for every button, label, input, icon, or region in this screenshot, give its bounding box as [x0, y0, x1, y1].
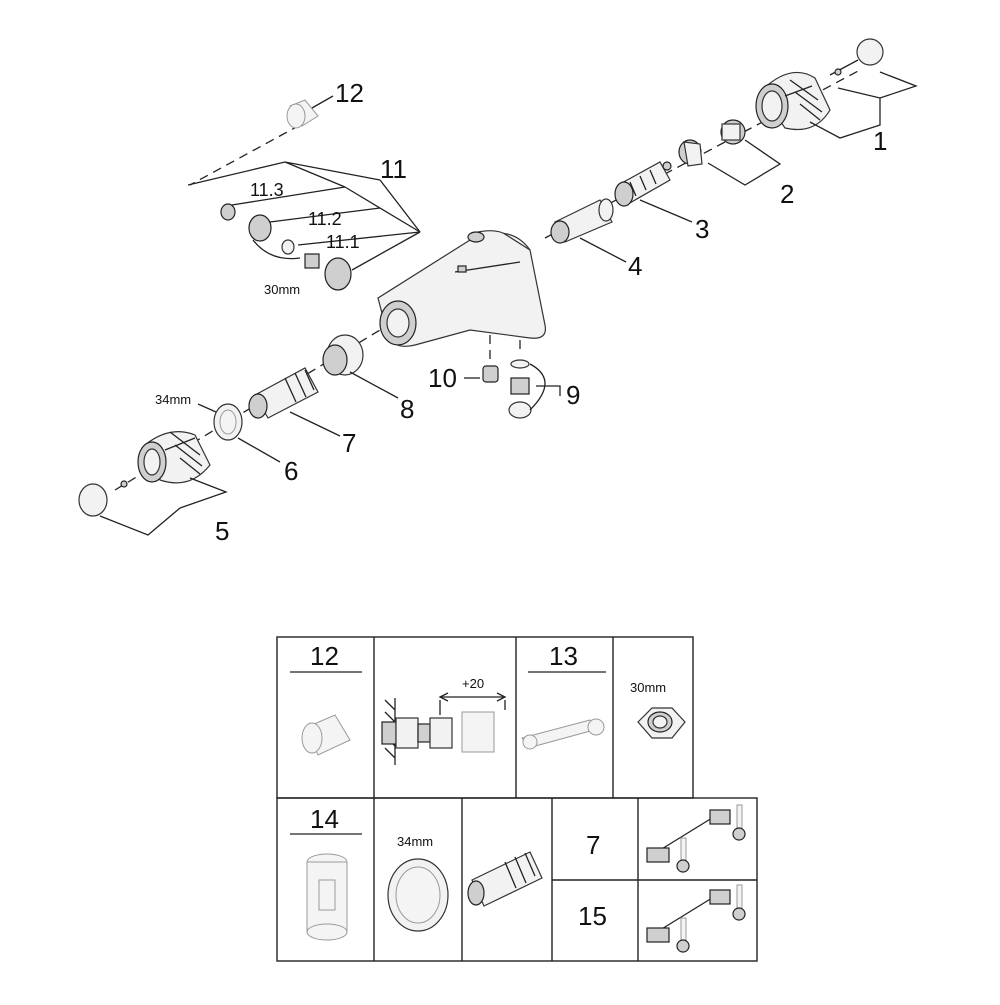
callout-10: 10 — [428, 363, 457, 393]
callout-11-1: 11.1 — [326, 232, 360, 252]
variant-label-15: 15 — [578, 901, 607, 931]
callout-1: 1 — [873, 126, 887, 156]
leader-8 — [349, 371, 399, 399]
dimension-ring-34mm: 34mm — [155, 392, 191, 407]
bracket-1b — [809, 98, 881, 139]
callout-6: 6 — [284, 456, 298, 486]
part-5-left-handle — [78, 431, 211, 517]
leader-7 — [289, 411, 341, 437]
ring-label-34mm: 34mm — [397, 834, 433, 849]
axis-top — [189, 124, 301, 186]
dimension-nut-30mm: 30mm — [264, 282, 300, 297]
callout-5: 5 — [215, 516, 229, 546]
part-4-spindle — [550, 198, 614, 244]
callout-9: 9 — [566, 380, 580, 410]
callout-12: 12 — [335, 78, 364, 108]
nut-label-30mm: 30mm — [630, 680, 666, 695]
leader-11-nut — [351, 231, 421, 271]
accessory-12-cap-icon — [301, 714, 351, 756]
part-2-adapter — [678, 119, 746, 167]
accessories-table — [276, 636, 758, 962]
callout-4: 4 — [628, 251, 642, 281]
leader-12 — [311, 95, 334, 109]
variant-label-7: 7 — [586, 830, 600, 860]
callout-11: 11 — [380, 154, 407, 184]
table-label-12: 12 — [310, 641, 339, 671]
part-1-right-handle — [755, 38, 884, 131]
part-3-cartridge — [614, 161, 672, 207]
callout-2: 2 — [780, 179, 794, 209]
part-11-group — [220, 203, 352, 291]
callout-7: 7 — [342, 428, 356, 458]
part-6-ring — [213, 403, 243, 441]
leader-6 — [237, 437, 281, 463]
leader-11-2 — [269, 207, 381, 223]
ring-icon — [387, 858, 449, 932]
part-8-ring — [322, 334, 364, 376]
callout-3: 3 — [695, 214, 709, 244]
leader-34mm — [197, 403, 217, 413]
callout-11-3: 11.3 — [250, 180, 284, 200]
table-label-13: 13 — [549, 641, 578, 671]
thermostat-body — [377, 230, 547, 347]
bracket-2 — [707, 139, 782, 186]
variant-15-thermometer-icons — [646, 884, 746, 953]
leader-11-1 — [297, 231, 421, 246]
leader-4 — [579, 237, 627, 263]
bracket-9 — [529, 363, 561, 411]
part-7-cartridge — [248, 367, 319, 419]
part-12-cap — [286, 99, 319, 129]
nut-icon — [637, 707, 686, 739]
bracket-5a — [179, 477, 228, 509]
bracket-11-far — [379, 179, 421, 233]
part-9-aerator — [508, 359, 532, 419]
accessory-cartridge-icon — [467, 851, 543, 907]
leader-3 — [639, 199, 693, 223]
table-label-14: 14 — [310, 804, 339, 834]
bracket-1a — [837, 71, 918, 99]
bracket-11-right — [344, 186, 421, 233]
extension-label: +20 — [462, 676, 484, 691]
callout-11-2: 11.2 — [308, 209, 342, 229]
callout-8: 8 — [400, 394, 414, 424]
accessory-14-sleeve-icon — [306, 853, 348, 941]
bracket-5b — [99, 507, 181, 536]
extension-diagram — [381, 692, 507, 765]
variant-7-thermometer-icons — [646, 804, 746, 873]
leader-11-3 — [231, 186, 346, 206]
wrench-icon — [521, 718, 605, 750]
bracket-11 — [187, 161, 381, 188]
part-10-filter — [482, 365, 499, 383]
